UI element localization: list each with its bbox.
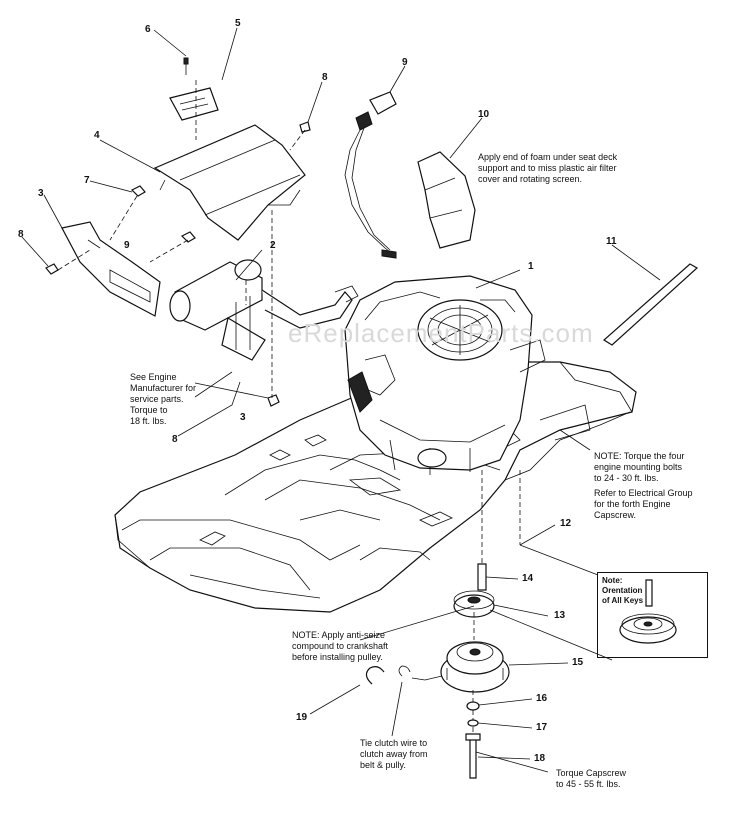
electric-clutch	[411, 641, 510, 693]
alignment-lines	[57, 80, 521, 734]
rod	[603, 263, 699, 346]
callout-8-lower: 8	[172, 434, 178, 445]
note-foam: Apply end of foam under seat deck suppor…	[478, 152, 618, 184]
callout-10: 10	[478, 109, 490, 120]
hardware	[45, 57, 311, 407]
callout-8-left: 8	[18, 229, 24, 240]
wire-harness	[344, 91, 397, 259]
callout-5: 5	[235, 18, 241, 29]
callout-3: 3	[38, 188, 44, 199]
keys-inset-drawing	[619, 579, 677, 644]
small-plate	[169, 87, 219, 121]
callout-1: 1	[528, 261, 534, 272]
note-keys-orientation: Note: Orentation of All Keys	[602, 576, 644, 605]
muffler	[169, 259, 359, 361]
callout-15: 15	[572, 657, 584, 668]
callout-3-lower: 3	[240, 412, 246, 423]
key	[477, 563, 487, 591]
note-anti-seize: NOTE: Apply anti-seize compound to crank…	[292, 630, 389, 662]
callout-4: 4	[94, 130, 100, 141]
shield-bracket	[61, 221, 161, 317]
note-torque-engine: NOTE: Torque the four engine mounting bo…	[594, 451, 685, 483]
callout-8-top: 8	[322, 72, 328, 83]
callout-11: 11	[606, 236, 617, 247]
callout-14: 14	[522, 573, 534, 584]
foam-strip	[417, 151, 476, 249]
callout-19: 19	[296, 712, 308, 723]
callout-6: 6	[145, 24, 151, 35]
callout-2: 2	[270, 240, 276, 251]
engine	[344, 275, 546, 475]
note-electrical-group: Refer to Electrical Group for the forth …	[594, 488, 693, 520]
note-engine-manufacturer: See Engine Manufacturer for service part…	[130, 372, 197, 426]
callout-17: 17	[536, 722, 548, 733]
wire-clip	[365, 665, 411, 685]
callout-9-small: 9	[124, 240, 130, 251]
callout-9: 9	[402, 57, 408, 68]
callout-16: 16	[536, 693, 548, 704]
callout-7: 7	[84, 175, 90, 186]
watermark-text: eReplacementParts.com	[288, 318, 594, 348]
keys-orientation-box	[597, 572, 708, 658]
note-torque-capscrew: Torque Capscrew to 45 - 55 ft. lbs.	[556, 768, 627, 789]
callout-18: 18	[534, 753, 546, 764]
leader-lines	[21, 27, 661, 773]
washers-capscrew	[465, 701, 481, 779]
note-tie-clutch: Tie clutch wire to clutch away from belt…	[360, 738, 428, 770]
heat-shield	[153, 124, 306, 241]
callout-13: 13	[554, 610, 566, 621]
callout-12: 12	[560, 518, 572, 529]
